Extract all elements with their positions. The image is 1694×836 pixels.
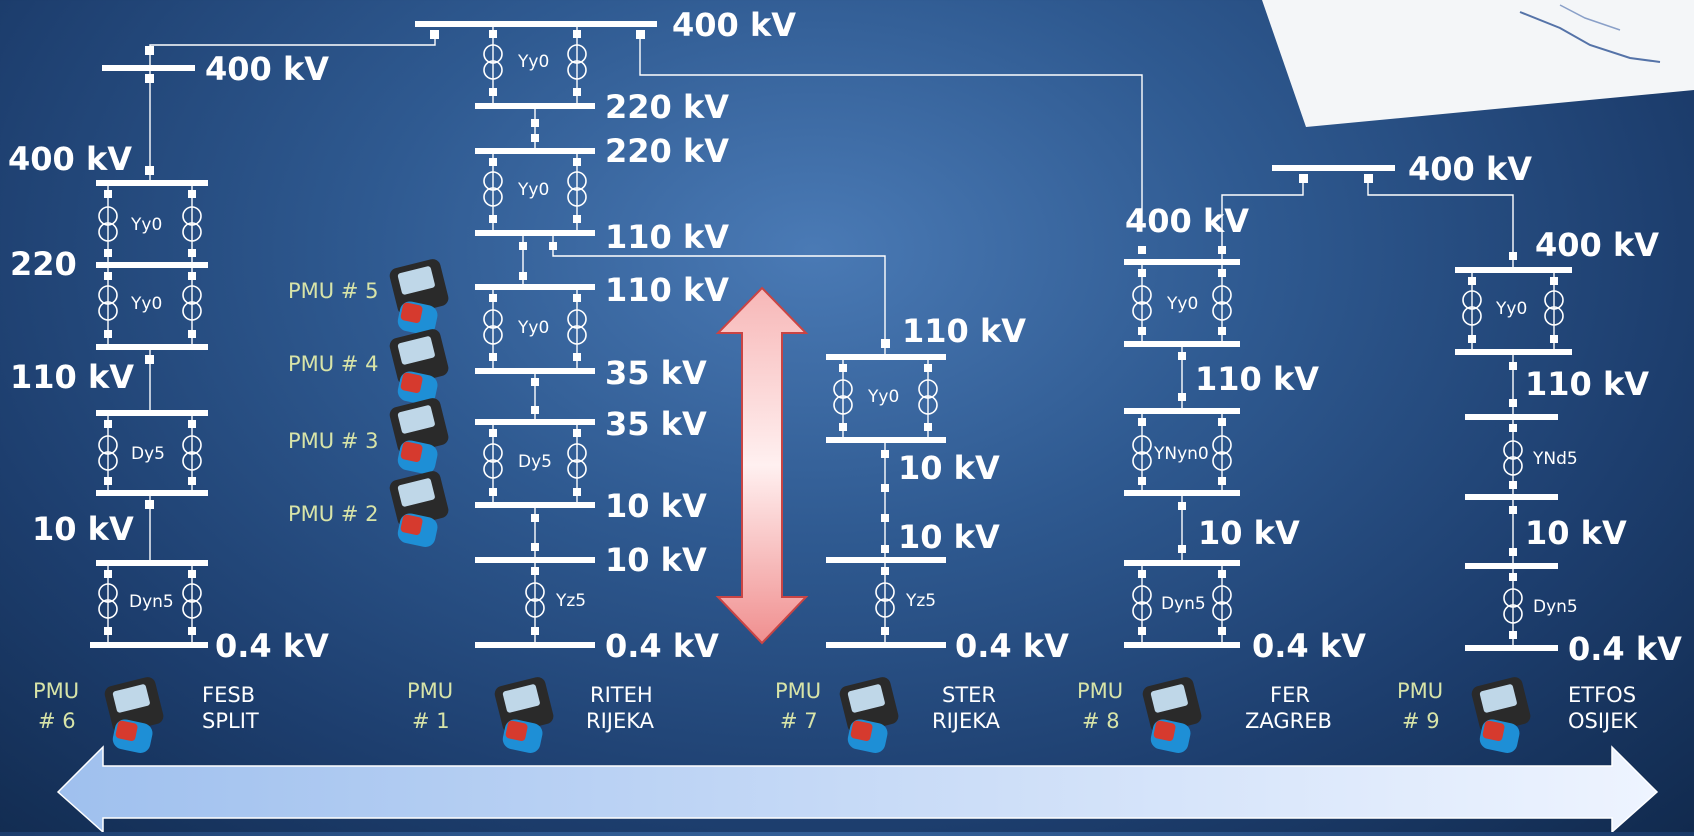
bus-label: 10 kV — [898, 518, 1000, 556]
transformer-label: Dy5 — [131, 444, 165, 464]
bus-label: 0.4 kV — [1568, 630, 1682, 668]
site-name: RIJEKA — [932, 709, 1001, 733]
pmu-device-icon — [388, 469, 451, 549]
bus-label: 220 — [10, 245, 77, 283]
pmu-device-icon — [1141, 675, 1204, 755]
site-name: FER — [1270, 683, 1310, 707]
ster-column: 110 kV Yy0 10 kV 10 kV Yz5 0.4 kV PMU # … — [775, 312, 1069, 755]
bus-label: 10 kV — [1525, 514, 1627, 552]
site-name: FESB — [202, 683, 255, 707]
bus-label: 110 kV — [1195, 360, 1319, 398]
bus-label: 10 kV — [605, 541, 707, 579]
vertical-arrow — [715, 286, 809, 645]
site-name: OSIJEK — [1568, 709, 1639, 733]
transformer-label: Dyn5 — [129, 592, 174, 612]
site-name: RIJEKA — [586, 709, 655, 733]
bus-label: 110 kV — [1525, 365, 1649, 403]
pmu-label: # 8 — [1082, 709, 1120, 733]
transformer-label: Yy0 — [517, 318, 549, 338]
site-name: ZAGREB — [1245, 709, 1332, 733]
riteh-column: 400 kV Yy0 220 kV 220 kV Yy0 110 kV 110 … — [288, 6, 1143, 755]
bus-label: 10 kV — [605, 487, 707, 525]
bus-label: 400 kV — [205, 50, 329, 88]
etfos-column: 400 kV 400 kV Yy0 110 kV YNd5 10 kV Dyn5 — [1397, 150, 1682, 755]
bus-label: 400 kV — [1408, 150, 1532, 188]
pmu-label: PMU # 4 — [288, 352, 378, 376]
fesb-column: 400 kV 400 kV Yy0 220 Yy0 110 kV — [8, 30, 436, 755]
pmu-label: PMU — [1397, 679, 1443, 703]
pmu-device-icon — [838, 675, 901, 755]
bus-label: 10 kV — [1198, 514, 1300, 552]
pmu-label: PMU — [775, 679, 821, 703]
bus-label: 0.4 kV — [605, 627, 719, 665]
site-name: ETFOS — [1568, 683, 1636, 707]
transformer-label: Yy0 — [130, 215, 162, 235]
bus-label: 0.4 kV — [1252, 627, 1366, 665]
pmu-label: PMU # 3 — [288, 429, 378, 453]
bus-label: 110 kV — [605, 271, 729, 309]
transformer-label: Yz5 — [905, 591, 936, 611]
pmu-device-icon — [388, 396, 451, 476]
map-thumbnail — [1262, 0, 1694, 127]
site-name: SPLIT — [202, 709, 259, 733]
bus-label: 220 kV — [605, 132, 729, 170]
transformer-label: Dyn5 — [1533, 597, 1578, 617]
transformer-label: Yy0 — [517, 180, 549, 200]
pmu-device-icon — [1470, 675, 1533, 755]
transformer-label: YNyn0 — [1153, 444, 1209, 464]
bus-label: 35 kV — [605, 354, 707, 392]
pmu-label: PMU # 2 — [288, 502, 378, 526]
transformer-label: Dyn5 — [1161, 594, 1206, 614]
bus-label: 10 kV — [898, 449, 1000, 487]
transformer-label: YNd5 — [1532, 449, 1578, 469]
pmu-label: PMU — [1077, 679, 1123, 703]
transformer-label: Yz5 — [555, 591, 586, 611]
transformer-label: Yy0 — [1495, 299, 1527, 319]
bus-label: 110 kV — [605, 218, 729, 256]
pmu-label: PMU — [407, 679, 453, 703]
bus-label: 0.4 kV — [955, 627, 1069, 665]
bus-label: 110 kV — [10, 358, 134, 396]
fer-column: 400 kV Yy0 110 kV YNyn0 10 kV Dyn5 0 — [1077, 165, 1514, 755]
pmu-device-icon — [103, 675, 166, 755]
site-name: RITEH — [590, 683, 653, 707]
pmu-device-icon — [388, 257, 451, 337]
transformer-label: Dy5 — [518, 452, 552, 472]
site-name: STER — [942, 683, 996, 707]
bus-label: 400 kV — [672, 6, 796, 44]
bus-label: 400 kV — [1125, 202, 1249, 240]
pmu-label: PMU — [33, 679, 79, 703]
horizontal-arrow — [56, 745, 1659, 834]
pmu-label: # 9 — [1402, 709, 1440, 733]
bus-label: 10 kV — [32, 510, 134, 548]
bus-label: 35 kV — [605, 405, 707, 443]
pmu-device-icon — [388, 327, 451, 407]
transformer-label: Yy0 — [1166, 294, 1198, 314]
transformer-label: Yy0 — [867, 387, 899, 407]
pmu-label: # 6 — [38, 709, 76, 733]
pmu-label: # 7 — [780, 709, 818, 733]
transformer-label: Yy0 — [130, 294, 162, 314]
bus-label: 0.4 kV — [215, 627, 329, 665]
transformer-label: Yy0 — [517, 52, 549, 72]
bus-label: 110 kV — [902, 312, 1026, 350]
pmu-label: PMU # 5 — [288, 279, 378, 303]
bus-label: 400 kV — [8, 140, 132, 178]
pmu-device-icon — [493, 675, 556, 755]
bus-label: 220 kV — [605, 88, 729, 126]
pmu-label: # 1 — [412, 709, 450, 733]
bus-label: 400 kV — [1535, 226, 1659, 264]
